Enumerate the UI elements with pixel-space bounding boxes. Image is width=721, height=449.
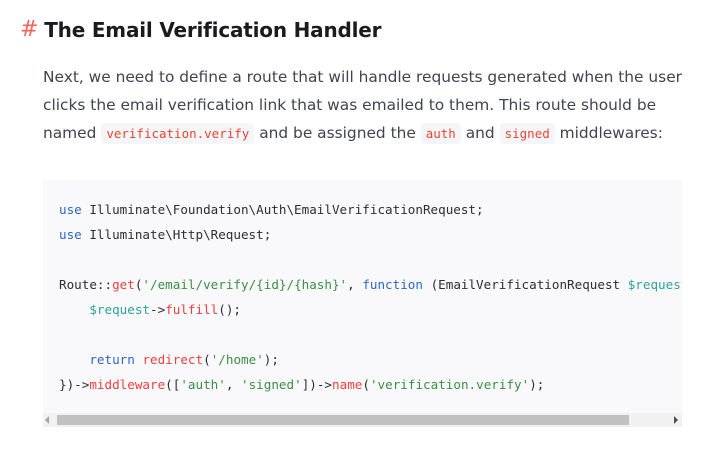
code-token: ( [203, 352, 211, 367]
code-line-2: use Illuminate\Http\Request; [59, 222, 682, 247]
code-token: , [347, 277, 363, 292]
horizontal-scrollbar[interactable] [43, 413, 682, 427]
paragraph-line-1: Next, we need to define a route that wil… [43, 68, 682, 86]
scrollbar-thumb[interactable] [57, 415, 629, 425]
intro-paragraph: Next, we need to define a route that wil… [43, 63, 693, 148]
code-token: ( [362, 377, 370, 392]
code-line-blank [59, 247, 682, 272]
string-token: '/email/verify/{id}/{hash}' [142, 277, 348, 292]
inline-code-route-name: verification.verify [101, 123, 255, 144]
code-token: ])-> [301, 377, 333, 392]
variable-token: $request [627, 277, 682, 292]
text-fragment: and be assigned the [254, 124, 421, 142]
section-heading: # The Email Verification Handler [20, 17, 382, 42]
text-fragment: middlewares: [554, 124, 663, 142]
code-line-1: use Illuminate\Foundation\Auth\EmailVeri… [59, 197, 682, 222]
function-token: name [332, 377, 363, 392]
function-token: get [112, 277, 135, 292]
heading-title: The Email Verification Handler [44, 17, 382, 42]
string-token: 'auth' [180, 377, 226, 392]
inline-code-signed: signed [499, 123, 555, 144]
code-token: -> [150, 302, 166, 317]
code-token: , [225, 377, 242, 392]
string-token: 'verification.verify' [369, 377, 530, 392]
paragraph-line-3: named verification.verify and be assigne… [43, 119, 693, 148]
text-fragment: named [43, 124, 102, 142]
code-indent [59, 352, 89, 367]
function-token: middleware [89, 377, 166, 392]
keyword-token: return [89, 352, 135, 367]
keyword-token: use [59, 202, 82, 217]
scroll-right-arrow-icon[interactable] [674, 416, 678, 424]
code-token: ); [529, 377, 545, 392]
code-token: ( [134, 277, 143, 292]
paragraph-line-2: clicks the email verification link that … [43, 96, 657, 114]
keyword-token: function [362, 277, 423, 292]
function-token: fulfill [165, 302, 219, 317]
code-content: use Illuminate\Foundation\Auth\EmailVeri… [59, 197, 682, 397]
code-line-5: $request->fulfill(); [59, 297, 682, 322]
inline-code-auth: auth [420, 123, 461, 144]
code-block[interactable]: use Illuminate\Foundation\Auth\EmailVeri… [43, 180, 682, 427]
code-line-7: return redirect('/home'); [59, 347, 682, 372]
code-token: ([ [165, 377, 181, 392]
code-indent [59, 302, 89, 317]
code-token: (); [218, 302, 242, 317]
code-token: (EmailVerificationRequest [422, 277, 628, 292]
code-line-4: Route::get('/email/verify/{id}/{hash}', … [59, 272, 682, 297]
code-token: ); [263, 352, 279, 367]
string-token: 'signed' [241, 377, 302, 392]
text-fragment: and [460, 124, 500, 142]
code-token: Illuminate\Http\Request; [81, 227, 272, 242]
code-token: Route:: [59, 277, 113, 292]
variable-token: $request [89, 302, 151, 317]
keyword-token: use [59, 227, 82, 242]
code-line-8: })->middleware(['auth', 'signed'])->name… [59, 372, 682, 397]
anchor-hash-link[interactable]: # [20, 17, 39, 42]
scroll-left-arrow-icon[interactable] [45, 416, 49, 424]
string-token: '/home' [210, 352, 264, 367]
code-line-blank [59, 322, 682, 347]
code-token: })-> [59, 377, 90, 392]
code-token: Illuminate\Foundation\Auth\EmailVerifica… [81, 202, 484, 217]
function-token: redirect [142, 352, 204, 367]
